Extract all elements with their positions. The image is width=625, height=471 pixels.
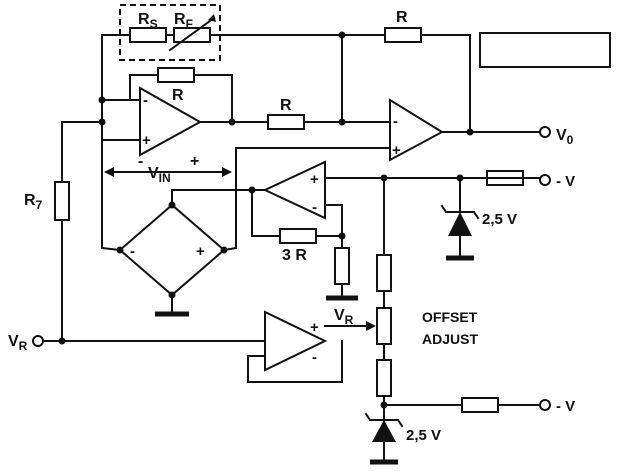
zener-bottom-bar [396, 418, 404, 428]
neg-v-top-terminal [539, 174, 551, 186]
wiper-arrow [366, 321, 376, 331]
label-neg-v-top: - V [556, 173, 575, 190]
opamp1-minus: - [143, 92, 148, 109]
label-r7: R7 [24, 192, 43, 212]
sensor-bridge [118, 203, 226, 297]
rf-arrow-head [208, 14, 216, 22]
resistor-neg-v-bottom [461, 397, 499, 413]
opamp2-minus: - [393, 113, 398, 130]
bridge-node [220, 246, 228, 254]
opamp4-plus: + [310, 319, 319, 336]
gain-network-box [119, 4, 221, 61]
resistor-rs [129, 27, 167, 43]
vin-arrow-left [104, 167, 114, 177]
label-vin: VIN [148, 165, 171, 185]
vr-terminal [32, 335, 44, 347]
label-vin-plus: + [190, 153, 199, 170]
resistor-3r [279, 228, 317, 244]
label-3r: 3 R [282, 247, 307, 264]
opamp1-plus: + [142, 132, 151, 149]
vin-arrow-right [222, 167, 232, 177]
label-offset-2: ADJUST [422, 331, 478, 347]
v0-terminal [539, 126, 551, 138]
resistor-r-top [384, 27, 422, 43]
resistor-r-feedback [157, 67, 195, 83]
label-rs: RS [138, 11, 158, 31]
opamp3-plus: + [310, 171, 319, 188]
resistor-offset-top [376, 254, 392, 292]
neg-v-bottom-terminal [539, 399, 551, 411]
label-zener-top: 2,5 V [482, 211, 517, 228]
label-r-top: R [396, 9, 408, 26]
opamp-1 [139, 86, 203, 157]
label-neg-v-bottom: - V [556, 398, 575, 415]
resistor-ground [334, 247, 350, 285]
junction [248, 186, 256, 194]
resistor-r-mid [267, 114, 305, 130]
label-vr-left: VR [8, 333, 28, 353]
zener-bottom [372, 420, 396, 442]
label-r-mid: R [280, 97, 292, 114]
opamp4-minus: - [312, 349, 317, 366]
junction [466, 128, 474, 136]
blank-box [479, 32, 611, 68]
bridge-node [116, 246, 124, 254]
label-vin-minus: - [138, 153, 143, 170]
label-vr-mid: VR [334, 307, 354, 327]
zener-top-bar [472, 210, 480, 220]
resistor-neg-v-top [486, 170, 524, 186]
opamp2-plus: + [392, 142, 401, 159]
label-offset-1: OFFSET [422, 309, 478, 325]
bridge-plus: + [196, 243, 205, 260]
junction [98, 118, 106, 126]
junction [228, 118, 236, 126]
bridge-minus: - [130, 243, 135, 260]
label-r-feedback: R [172, 87, 184, 104]
zener-bottom-bar [364, 412, 372, 422]
junction [338, 232, 346, 240]
bridge-node [168, 201, 176, 209]
resistor-r7 [54, 181, 70, 221]
rf-variable-arrow [168, 16, 216, 52]
opamp3-minus: - [312, 199, 317, 216]
opamp-bridge-driver [262, 160, 326, 220]
potentiometer-offset [376, 307, 392, 345]
label-rf: RF [174, 11, 193, 31]
junction [380, 401, 388, 409]
zener-top-bar [440, 204, 448, 214]
label-v0: V0 [556, 127, 574, 147]
opamp-output [389, 98, 445, 162]
zener-top [448, 212, 472, 236]
label-zener-bottom: 2,5 V [406, 427, 441, 444]
resistor-offset-bottom [376, 359, 392, 397]
